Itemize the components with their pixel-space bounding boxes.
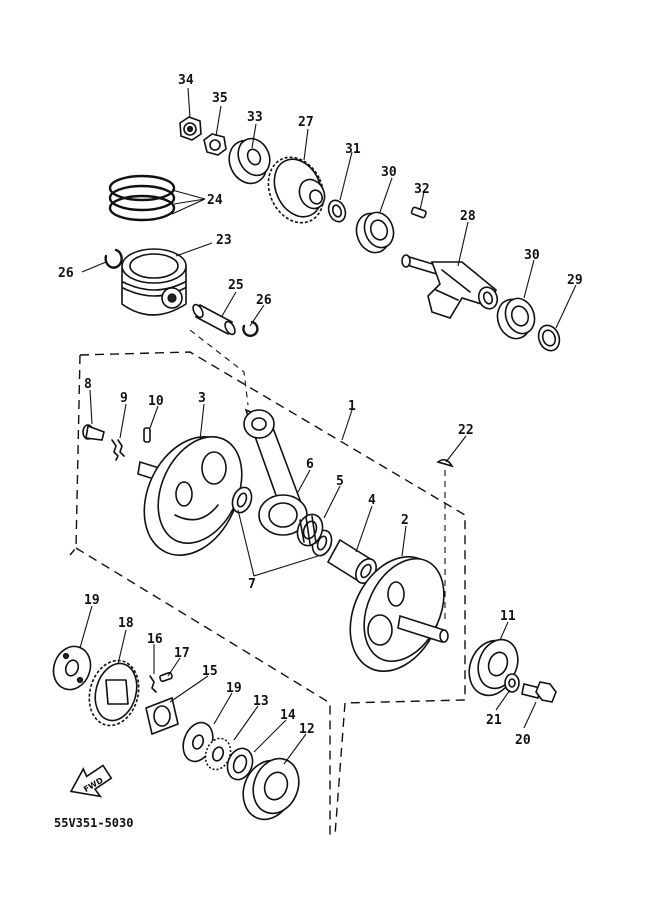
circlip-26-left: [104, 248, 123, 269]
callout-2: 2: [401, 513, 409, 528]
callout-9: 9: [120, 391, 128, 406]
bearing-11: [468, 638, 519, 697]
callout-24: 24: [207, 193, 223, 208]
callout-23: 23: [216, 233, 232, 248]
callout-19-left: 19: [84, 593, 100, 608]
needle-bearing-5: [296, 513, 324, 547]
callout-33: 33: [247, 110, 263, 125]
callout-21: 21: [486, 713, 502, 728]
callout-22: 22: [458, 423, 474, 438]
bearing-30-upper: [355, 211, 395, 254]
washer-31: [327, 199, 347, 223]
piston-23: [121, 248, 187, 316]
piston-pin-25: [192, 303, 236, 336]
callout-35: 35: [212, 91, 228, 106]
washer-14: [226, 747, 254, 781]
pin-10: [143, 427, 151, 443]
callout-15: 15: [202, 664, 218, 679]
callout-28: 28: [460, 209, 476, 224]
hub-15: [145, 696, 179, 736]
callout-13: 13: [253, 694, 269, 709]
spacer-33: [228, 137, 271, 185]
lock-washer-35: [203, 133, 227, 156]
callout-1: 1: [348, 399, 356, 414]
callout-31: 31: [345, 142, 361, 157]
spring-9: [111, 439, 125, 461]
callout-10: 10: [148, 394, 164, 409]
crank-assembly-boundary: [69, 351, 466, 836]
gear-18: [88, 659, 140, 727]
bearing-30-lower: [496, 297, 536, 340]
callout-12: 12: [299, 722, 315, 737]
bolt-20: [521, 681, 557, 703]
callout-26-right: 26: [256, 293, 272, 308]
bearing-12: [242, 757, 300, 821]
callout-17: 17: [174, 646, 190, 661]
callout-16: 16: [147, 632, 163, 647]
callout-32: 32: [414, 182, 430, 197]
balancer-shaft-28: [401, 254, 499, 319]
leader-lines: [79, 87, 577, 765]
key-22: [436, 458, 454, 620]
spring-16: [149, 675, 157, 693]
pin-17: [159, 671, 173, 683]
callout-19-lower: 19: [226, 681, 242, 696]
callout-6: 6: [306, 457, 314, 472]
connecting-rod-6: [243, 408, 308, 536]
primary-drive-gear-27: [267, 156, 326, 224]
crank-wheel-3: [137, 435, 243, 556]
washer-29: [537, 324, 561, 352]
circlip-26-right: [242, 320, 259, 337]
nut-34: [179, 116, 202, 141]
woodruff-key-32: [410, 206, 427, 219]
callout-labels: 34 35 33 27 31 30 32 28 30 29 24 23 26 2…: [58, 73, 583, 748]
callout-18: 18: [118, 616, 134, 631]
washer-21: [504, 673, 520, 693]
crank-wheel-2: [349, 555, 449, 673]
callout-30-upper: 30: [381, 165, 397, 180]
callout-8: 8: [84, 377, 92, 392]
callout-4: 4: [368, 493, 376, 508]
callout-29: 29: [567, 273, 583, 288]
callout-3: 3: [198, 391, 206, 406]
callout-34: 34: [178, 73, 194, 88]
callout-26-left: 26: [58, 266, 74, 281]
thrust-washer-7a: [231, 486, 253, 514]
forward-direction-arrow: FWD: [69, 764, 113, 798]
plate-19-left: [52, 645, 92, 691]
callout-25: 25: [228, 278, 244, 293]
diagram-code: 55V351-5030: [54, 816, 133, 830]
callout-30-lower: 30: [524, 248, 540, 263]
callout-14: 14: [280, 708, 296, 723]
piston-rings-24: [108, 174, 176, 222]
piston-rod-alignment-line: [189, 329, 249, 406]
callout-5: 5: [336, 474, 344, 489]
callout-11: 11: [500, 609, 516, 624]
callout-20: 20: [515, 733, 531, 748]
callout-7: 7: [248, 577, 256, 592]
bolt-8: [82, 424, 105, 441]
callout-27: 27: [298, 115, 314, 130]
